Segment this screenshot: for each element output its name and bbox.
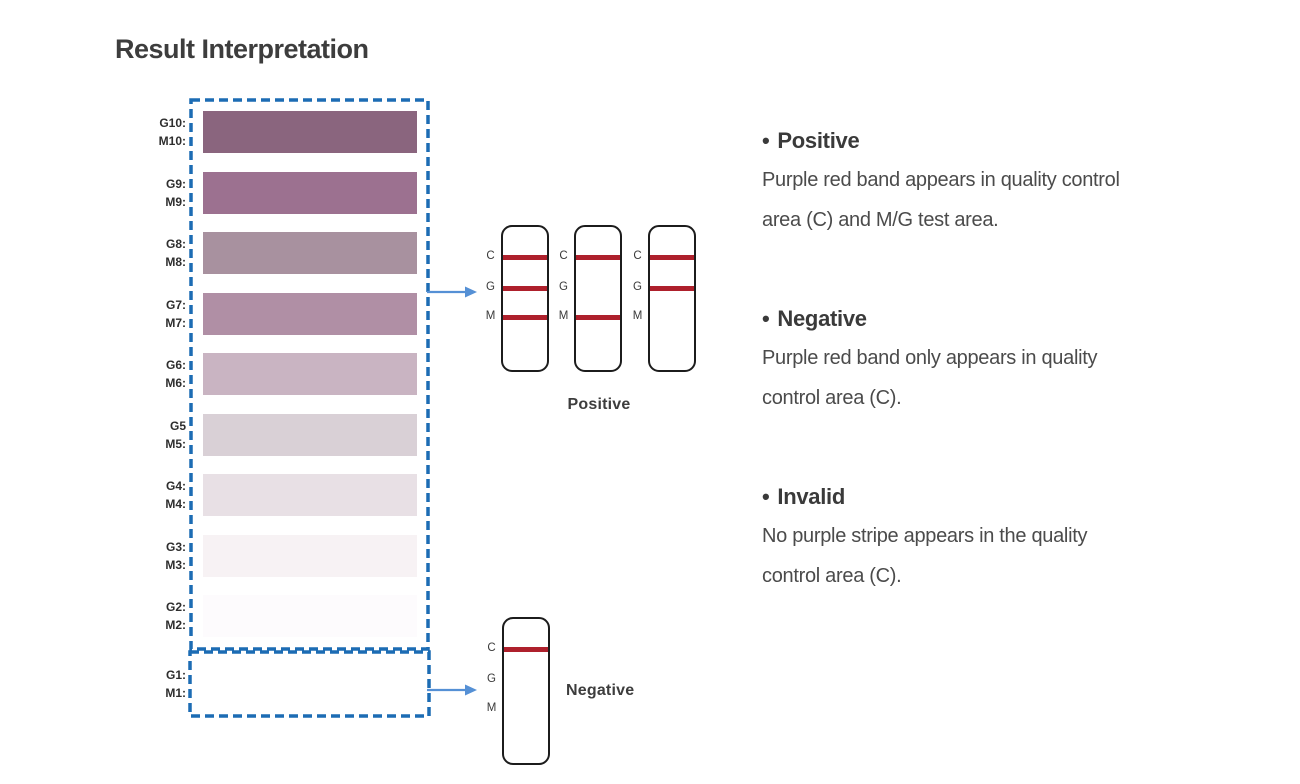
legend-body-line: area (C) and M/G test area. [762,209,999,231]
marker-label-C: C [559,249,568,262]
scale-bar [203,232,417,274]
scale-bar [203,413,417,456]
page-title: Result Interpretation [115,34,369,64]
negative-strip-label: Negative [566,682,635,699]
scale-dashed-box-negative [188,650,431,718]
marker-label-C: C [487,641,496,654]
scale-label-m: M4: [165,497,186,511]
legend-heading-negative: • Negative [762,306,1192,332]
scale-label-m: M6: [165,376,186,390]
legend-body-line: control area (C). [762,387,902,409]
legend-body-invalid: No purple stripe appears in the quality … [762,516,1192,596]
scale-row-label: G6:M6: [130,352,186,396]
scale-bar [203,353,417,395]
legend-title: Positive [777,128,860,153]
arrow-to-positive-icon [427,286,477,298]
scale-label-m: M5: [165,436,186,451]
marker-label-M: M [558,309,569,322]
scale-bar [203,111,417,153]
legend-body-negative: Purple red band only appears in quality … [762,338,1192,418]
scale-label-g: G9: [165,176,186,191]
scale-label-m: M3: [165,557,186,572]
legend-body-positive: Purple red band appears in quality contr… [762,160,1192,240]
positive-cassette [574,225,622,372]
scale-bar [203,662,417,705]
test-band-C [650,255,694,260]
test-band-C [503,255,547,260]
marker-label-M: M [485,309,496,322]
scale-label-g: G6: [165,358,186,372]
negative-cassette [502,617,550,765]
test-band-C [576,255,620,260]
test-band-C [504,647,548,652]
bullet-icon: • [762,306,770,331]
scale-label-g: G1: [165,667,186,682]
marker-label-G: G [486,280,495,293]
scale-label-g: G8: [165,237,186,251]
arrow-to-negative-icon [427,684,477,696]
legend-section-positive: • Positive Purple red band appears in qua… [762,128,1192,240]
test-band-G [503,286,547,291]
scale-label-g: G7: [165,297,186,312]
legend-title: Negative [777,306,867,331]
legend-body-line: Purple red band appears in quality contr… [762,169,1120,191]
scale-bar [203,171,417,214]
legend-body-line: Purple red band only appears in quality [762,347,1098,369]
legend-heading-positive: • Positive [762,128,1192,154]
scale-bar [203,534,417,577]
scale-label-m: M2: [165,618,186,632]
positive-cassette [501,225,549,372]
marker-label-G: G [487,672,496,685]
legend-body-line: control area (C). [762,565,902,587]
scale-bar [203,595,417,637]
scale-row-label: G2:M2: [130,594,186,638]
scale-row-label: G8:M8: [130,231,186,275]
bullet-icon: • [762,128,770,153]
legend-title: Invalid [777,484,845,509]
scale-row-label: G4:M4: [130,473,186,517]
scale-label-m: M1: [165,685,186,700]
scale-bar [203,474,417,516]
test-band-M [576,315,620,320]
scale-label-g: G4: [165,479,186,493]
bullet-icon: • [762,484,770,509]
scale-label-g: G2: [165,600,186,614]
scale-row-label: G10: M10: [130,110,186,154]
marker-label-C: C [486,249,495,262]
scale-label-m: M10: [158,134,186,148]
legend-section-negative: • Negative Purple red band only appears i… [762,306,1192,418]
scale-row-label: G3:M3: [130,534,186,578]
scale-dashed-box-outer [189,98,430,651]
scale-row-label: G7:M7: [130,292,186,336]
test-band-G [650,286,694,291]
scale-label-g: G3: [165,539,186,554]
legend-body-line: No purple stripe appears in the quality [762,525,1088,547]
scale-label-m: M7: [165,315,186,330]
scale-label-m: M9: [165,194,186,209]
marker-label-G: G [559,280,568,293]
scale-row-label: G1:M1: [130,662,186,706]
positive-cassette [648,225,696,372]
positive-strips-label: Positive [567,396,631,413]
marker-label-M: M [632,309,643,322]
marker-label-C: C [633,249,642,262]
legend-section-invalid: • Invalid No purple stripe appears in the… [762,484,1192,596]
legend-heading-invalid: • Invalid [762,484,1192,510]
test-band-M [503,315,547,320]
scale-bar [203,292,417,335]
scale-label-g: G10: [159,116,186,130]
scale-row-label: G9:M9: [130,171,186,215]
scale-label-g: G5 [169,418,186,433]
scale-label-m: M8: [165,255,186,269]
marker-label-G: G [633,280,642,293]
marker-label-M: M [486,701,497,714]
